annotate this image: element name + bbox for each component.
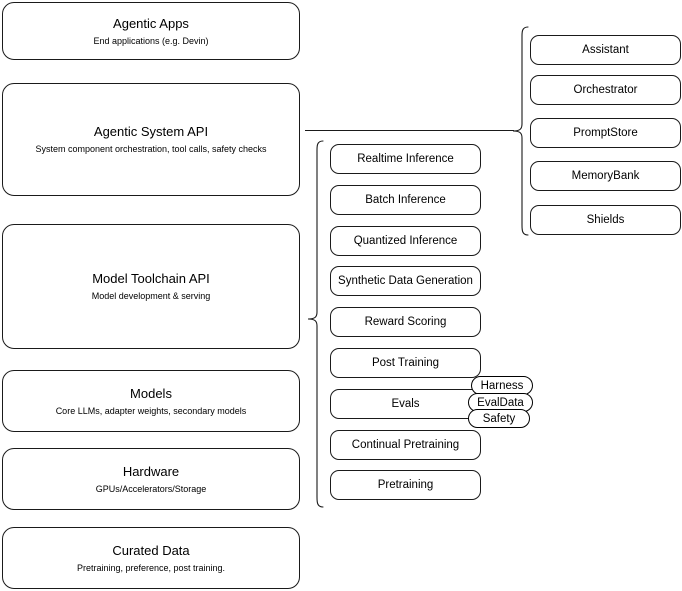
layer-subtitle: End applications (e.g. Devin) <box>93 35 209 46</box>
component-label: Orchestrator <box>573 84 638 96</box>
capability-label: Pretraining <box>377 479 434 491</box>
capability-label: Reward Scoring <box>364 316 447 328</box>
component-assistant[interactable]: Assistant <box>530 35 681 65</box>
layer-subtitle: System component orchestration, tool cal… <box>35 144 267 154</box>
evals-chip-evaldata[interactable]: EvalData <box>468 393 533 412</box>
component-label: MemoryBank <box>571 170 640 182</box>
brace-system-components <box>511 26 529 236</box>
layer-subtitle: Pretraining, preference, post training. <box>76 562 226 573</box>
layer-title: Agentic Apps <box>113 15 189 31</box>
brace-toolchain-capabilities <box>306 140 324 508</box>
layer-subtitle: Core LLMs, adapter weights, secondary mo… <box>55 405 247 416</box>
layer-box-hardware[interactable]: Hardware GPUs/Accelerators/Storage <box>2 448 300 510</box>
capability-post-training[interactable]: Post Training <box>330 348 481 378</box>
capability-label: Realtime Inference <box>357 153 454 165</box>
layer-box-models[interactable]: Models Core LLMs, adapter weights, secon… <box>2 370 300 432</box>
layer-title: Models <box>130 385 172 401</box>
component-memorybank[interactable]: MemoryBank <box>530 161 681 191</box>
layer-title: Hardware <box>122 463 180 479</box>
layer-box-agentic-system-api[interactable]: Agentic System API System component orch… <box>2 83 300 196</box>
capability-label: Quantized Inference <box>353 235 458 247</box>
capability-label: Continual Pretraining <box>351 439 460 451</box>
component-orchestrator[interactable]: Orchestrator <box>530 75 681 105</box>
capability-reward-scoring[interactable]: Reward Scoring <box>330 307 481 337</box>
component-shields[interactable]: Shields <box>530 205 681 235</box>
layer-subtitle: GPUs/Accelerators/Storage <box>95 483 207 494</box>
capability-synthetic-data-generation[interactable]: Synthetic Data Generation <box>330 266 481 296</box>
layer-box-curated-data[interactable]: Curated Data Pretraining, preference, po… <box>2 527 300 589</box>
layer-title: Curated Data <box>112 542 190 558</box>
capability-label: Post Training <box>371 357 440 369</box>
evals-chip-label: Harness <box>480 379 524 392</box>
component-label: Shields <box>586 214 625 226</box>
layer-box-agentic-apps[interactable]: Agentic Apps End applications (e.g. Devi… <box>2 2 300 60</box>
evals-chip-safety[interactable]: Safety <box>468 409 530 428</box>
capability-quantized-inference[interactable]: Quantized Inference <box>330 226 481 256</box>
connector-system-api-to-components <box>305 130 514 131</box>
capability-evals[interactable]: Evals <box>330 389 481 419</box>
layer-title: Model Toolchain API <box>92 271 210 286</box>
capability-realtime-inference[interactable]: Realtime Inference <box>330 144 481 174</box>
capability-label: Synthetic Data Generation <box>338 275 473 287</box>
component-label: Assistant <box>582 44 629 56</box>
capability-label: Batch Inference <box>365 194 446 206</box>
capability-pretraining[interactable]: Pretraining <box>330 470 481 500</box>
capability-batch-inference[interactable]: Batch Inference <box>330 185 481 215</box>
capability-label: Evals <box>391 398 420 410</box>
capability-continual-pretraining[interactable]: Continual Pretraining <box>330 430 481 460</box>
component-label: PromptStore <box>573 127 638 139</box>
evals-chip-label: EvalData <box>477 396 524 409</box>
layer-box-model-toolchain-api[interactable]: Model Toolchain API Model development & … <box>2 224 300 349</box>
layer-title: Agentic System API <box>93 124 209 139</box>
evals-chip-label: Safety <box>482 412 516 425</box>
layer-subtitle: Model development & serving <box>91 291 211 301</box>
component-promptstore[interactable]: PromptStore <box>530 118 681 148</box>
